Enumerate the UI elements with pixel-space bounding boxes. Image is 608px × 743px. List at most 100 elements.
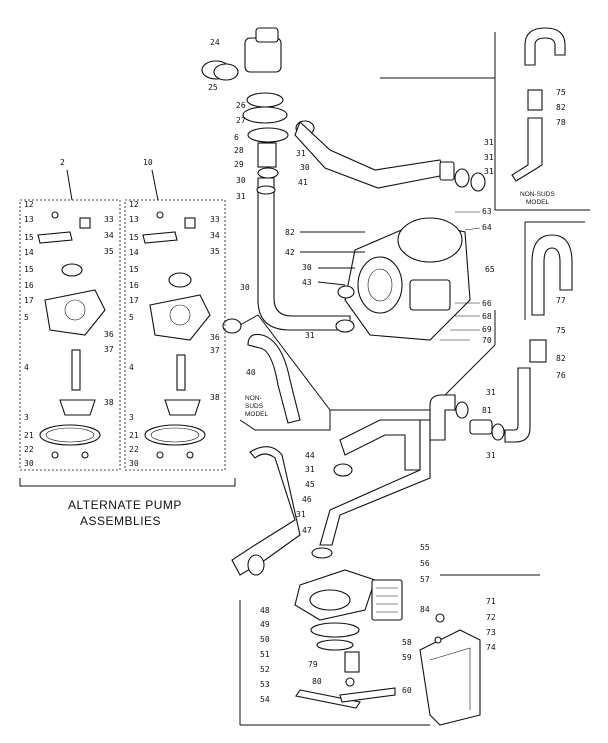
middle-hoses	[231, 419, 431, 576]
callout: 57	[420, 575, 430, 584]
pump-clamp-31	[335, 319, 355, 333]
callout: 75	[556, 326, 566, 335]
bottom-spring-59	[344, 651, 360, 673]
right-spring-33	[184, 217, 196, 229]
bottom-pump-cover-48	[309, 589, 351, 611]
hose-46	[319, 419, 431, 546]
callout: 71	[486, 597, 496, 606]
callout: 31	[305, 465, 315, 474]
callout: 30	[300, 163, 310, 172]
coupling-29	[257, 142, 277, 168]
right-clamp-b	[491, 423, 505, 441]
callout: 42	[285, 248, 295, 257]
callout: 56	[420, 559, 430, 568]
hook-hose-77	[531, 234, 573, 316]
seal-ring-25	[213, 63, 239, 81]
right-ring-21	[144, 424, 206, 446]
pump-motor	[397, 217, 463, 263]
right-screw-22b	[186, 451, 194, 459]
clamp-31-lower	[247, 554, 265, 576]
right-box-pointer	[151, 169, 159, 201]
callout: 17	[129, 296, 139, 305]
callout: 31	[236, 192, 246, 201]
callout: 24	[210, 38, 220, 47]
callout: 75	[556, 88, 566, 97]
right-screw-22	[156, 451, 164, 459]
non-suds-top-line1: NON-SUDS	[520, 191, 555, 198]
callout: 77	[556, 296, 566, 305]
pump-impeller-cover	[357, 256, 403, 314]
callout: 5	[129, 313, 134, 322]
callout: 15	[24, 265, 34, 274]
left-screw-22	[51, 451, 59, 459]
non-suds-top-box: NON-SUDS MODEL	[494, 27, 590, 211]
left-box-outline	[19, 199, 121, 471]
right-pump-body-3	[149, 294, 211, 341]
callout: 76	[556, 371, 566, 380]
pump-bracket	[409, 279, 451, 311]
callout: 82	[556, 354, 566, 363]
right-lower-elbow	[429, 394, 456, 441]
callout: 82	[285, 228, 295, 237]
middle-box-outline	[239, 314, 331, 431]
callout: 41	[298, 178, 308, 187]
callout: 4	[24, 363, 29, 372]
callout: 28	[234, 146, 244, 155]
callout: 68	[482, 312, 492, 321]
left-pump-body-3	[44, 289, 106, 336]
callouts: 24 25 26 27 6 28 29 30 31 31 30 41 31 31…	[24, 38, 566, 704]
callout: 33	[104, 215, 114, 224]
non-suds-mid-line3: MODEL	[245, 411, 269, 418]
left-ring-inner	[45, 427, 95, 443]
callout: 15	[24, 233, 34, 242]
elbow-hose-78	[511, 117, 543, 182]
callout: 22	[129, 445, 139, 454]
callout: 48	[260, 606, 270, 615]
callout: 12	[24, 200, 34, 209]
bottom-gasket-51	[316, 639, 354, 651]
callout: 82	[556, 103, 566, 112]
callout: 6	[234, 133, 239, 142]
vertical-pipe	[256, 177, 351, 331]
right-pump-port	[169, 304, 191, 326]
callout: 73	[486, 628, 496, 637]
callout: 46	[302, 495, 312, 504]
callout: 78	[556, 118, 566, 127]
callout: 31	[486, 451, 496, 460]
callout: 12	[129, 200, 139, 209]
caption-line-1: ALTERNATE PUMP	[68, 498, 182, 512]
callout: 30	[302, 263, 312, 272]
callout: 58	[402, 638, 412, 647]
pump-clamp-43	[337, 285, 355, 299]
right-cap-15	[168, 272, 192, 288]
non-suds-top-line2: MODEL	[526, 199, 550, 206]
clamp-31-mid	[333, 463, 353, 477]
callout: 34	[210, 231, 220, 240]
top-fitting-group	[201, 27, 495, 192]
pump-leaders-right	[440, 211, 481, 341]
callout: 30	[236, 176, 246, 185]
curved-hose-40	[247, 333, 301, 424]
callout: 35	[210, 247, 220, 256]
diagonal-hose-41	[294, 121, 446, 189]
callout: 72	[486, 613, 496, 622]
hook-hose-top	[524, 27, 566, 66]
callout: 15	[129, 233, 139, 242]
hose-44	[339, 419, 421, 471]
clamp-31b	[470, 172, 486, 192]
mount-bracket	[419, 613, 481, 726]
callout: 50	[260, 635, 270, 644]
clamp-47	[311, 547, 333, 559]
callout: 31	[484, 153, 494, 162]
elbow-hose-76	[504, 367, 531, 443]
callout: 14	[24, 248, 34, 257]
right-pump-box	[124, 169, 226, 471]
callout: 36	[210, 333, 220, 342]
washer-72	[434, 636, 442, 644]
callout: 37	[104, 345, 114, 354]
callout: 33	[210, 215, 220, 224]
callout: 15	[129, 265, 139, 274]
callout: 17	[24, 296, 34, 305]
top-fitting-cap	[255, 27, 279, 43]
